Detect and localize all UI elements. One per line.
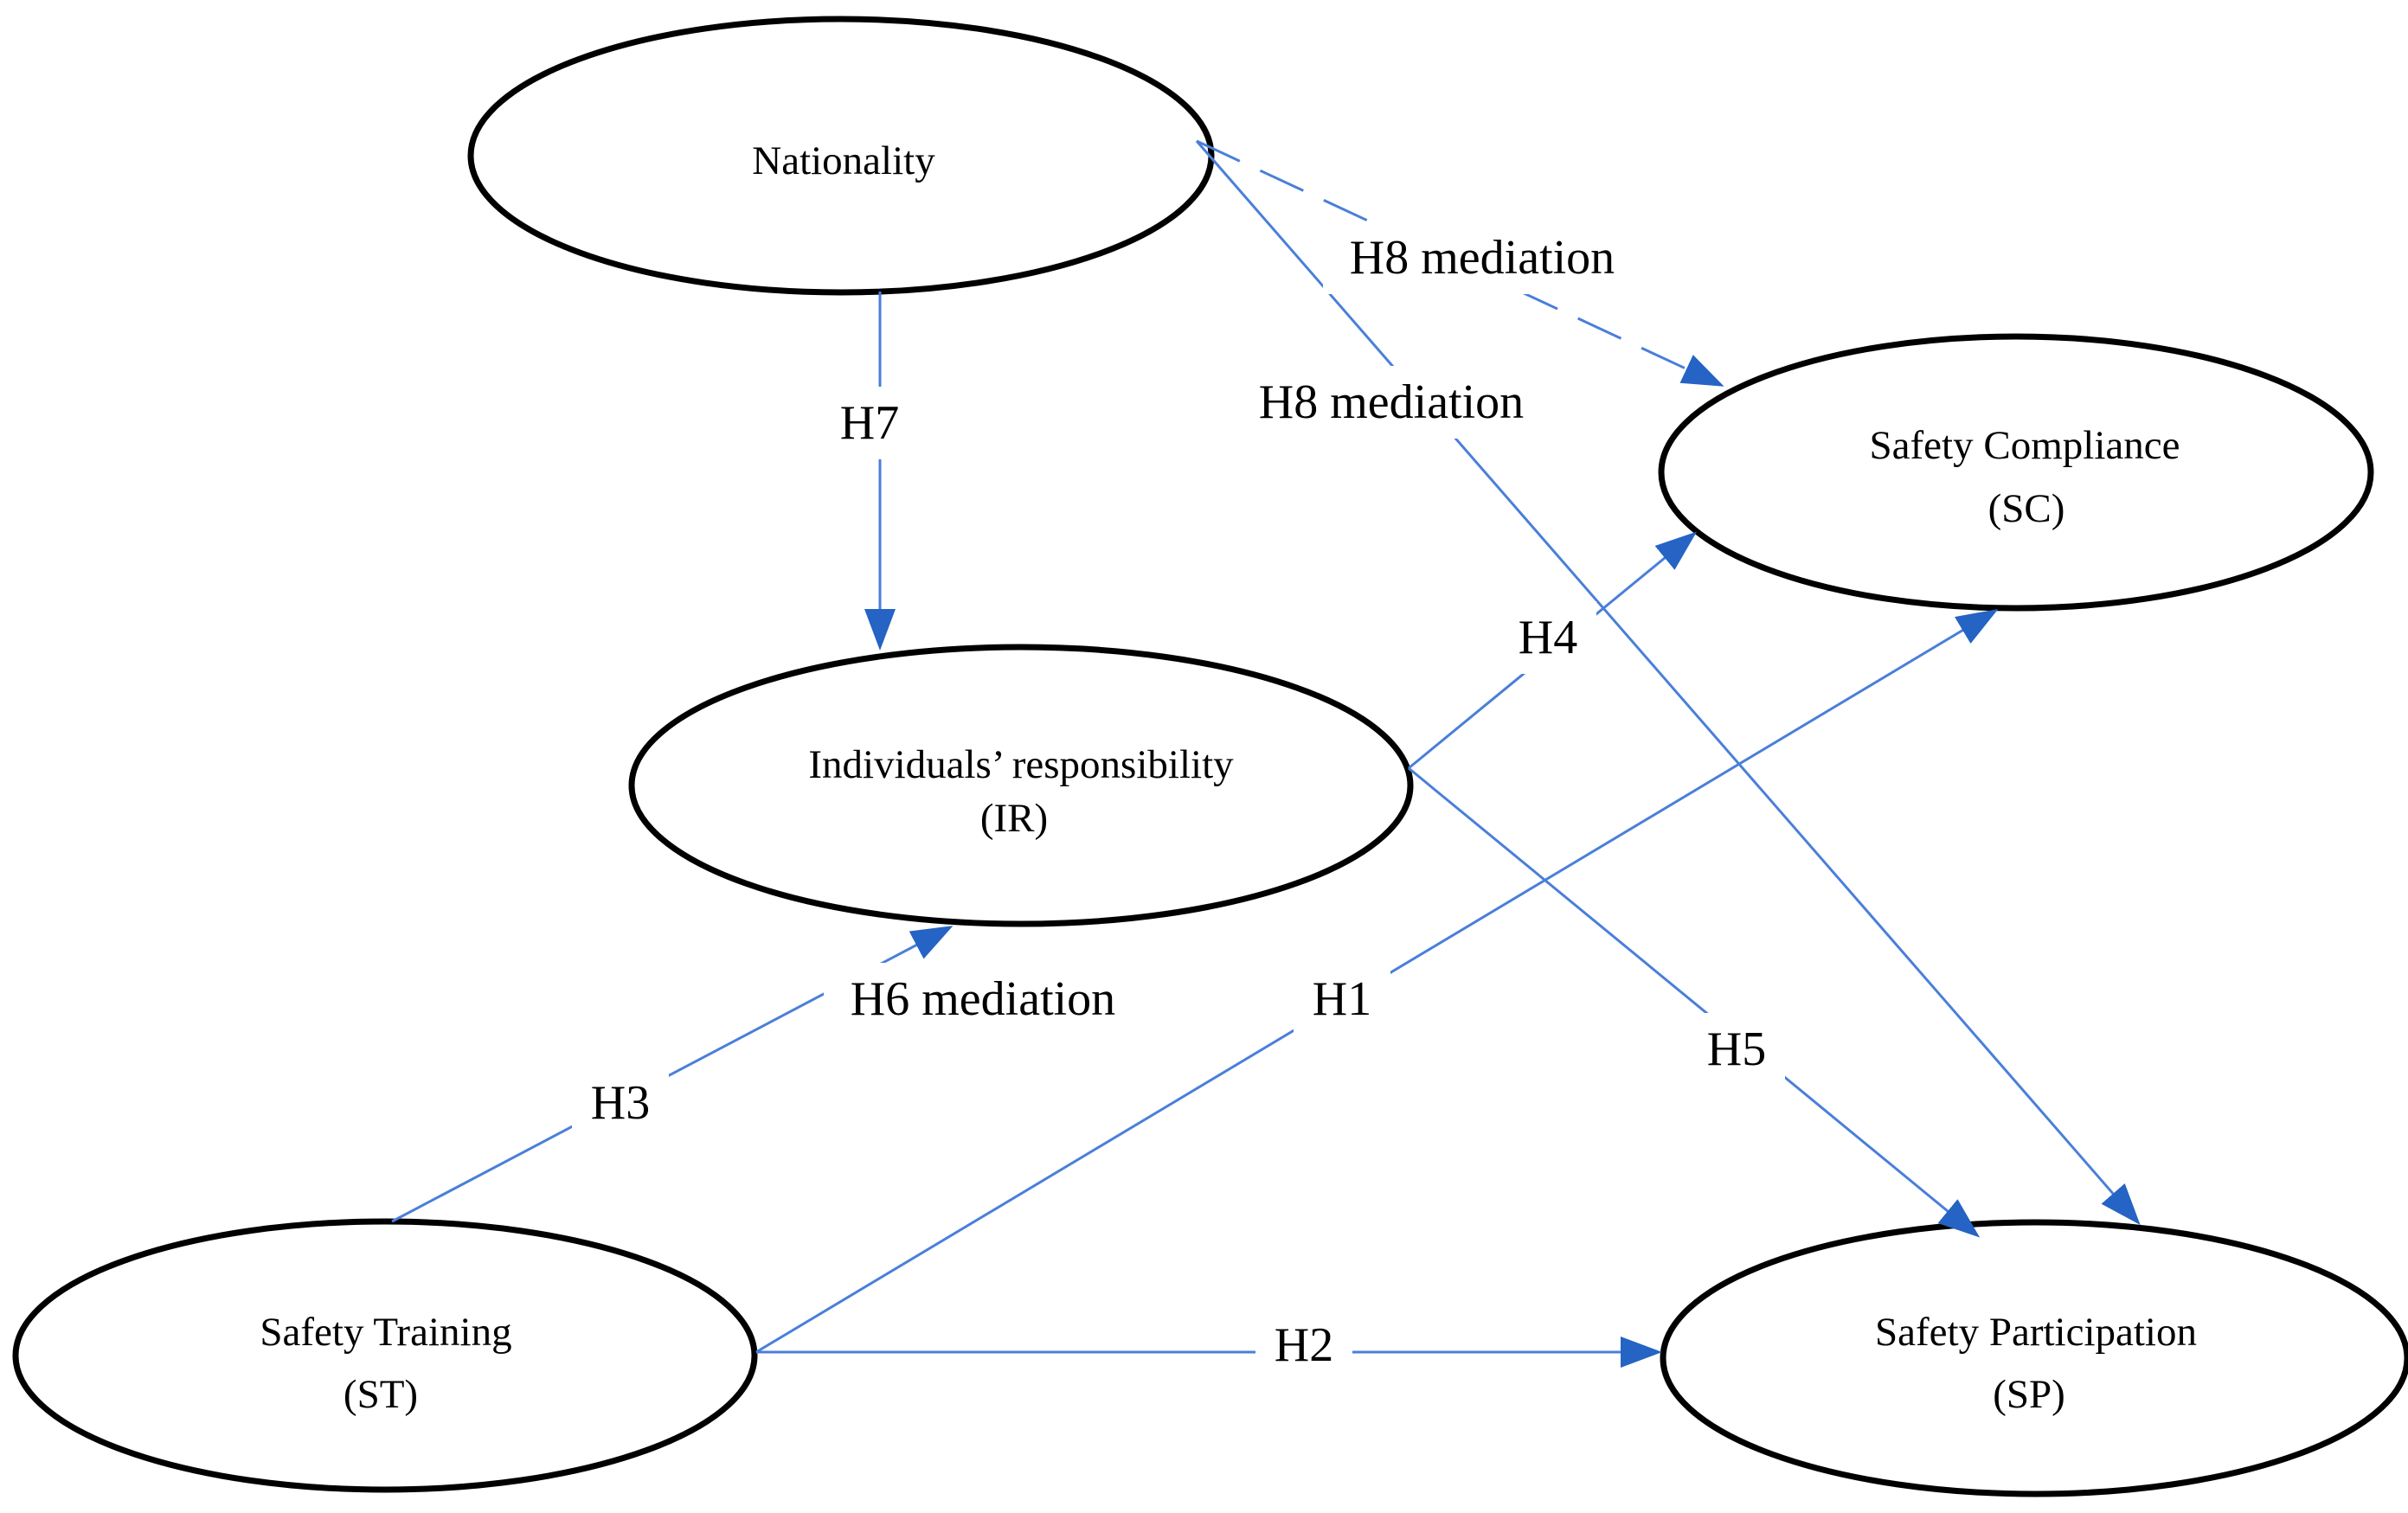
node-nationality: Nationality xyxy=(467,16,1215,296)
label-h8-mediation-lower: H8 mediation xyxy=(1232,366,1551,439)
label-h5-bg xyxy=(1688,1013,1785,1086)
arrow-h8-nationality-to-sp xyxy=(1195,140,2141,1226)
label-h6-bg xyxy=(824,963,1142,1035)
st-label-line1: Safety Training xyxy=(260,1310,511,1355)
label-h7-text: H7 xyxy=(840,396,899,450)
label-h7: H7 xyxy=(822,387,919,459)
nationality-label: Nationality xyxy=(752,138,935,183)
sc-label-line2: (SC) xyxy=(1988,486,2065,531)
arrow-h5-ir-to-sp xyxy=(1408,766,1981,1238)
label-h1-text: H1 xyxy=(1313,972,1371,1026)
nationality-ellipse xyxy=(467,16,1215,296)
label-h4-bg xyxy=(1499,601,1596,674)
sp-ellipse xyxy=(1660,1219,2408,1497)
node-safety-training: Safety Training (ST) xyxy=(12,1218,758,1493)
sc-label-line1: Safety Compliance xyxy=(1870,423,2180,468)
label-h7-bg xyxy=(822,387,919,459)
sp-label-line1: Safety Participation xyxy=(1875,1310,2197,1355)
label-h8b-bg xyxy=(1232,366,1551,439)
label-h8-mediation-upper: H8 mediation xyxy=(1323,221,1641,294)
label-h8a-bg xyxy=(1323,221,1641,294)
label-h8a-text: H8 mediation xyxy=(1350,231,1615,285)
label-h6-mediation: H6 mediation xyxy=(824,963,1142,1035)
label-h6-text: H6 mediation xyxy=(851,972,1115,1026)
label-h2-bg xyxy=(1255,1309,1352,1382)
label-h4-text: H4 xyxy=(1519,611,1577,664)
label-h5: H5 xyxy=(1688,1013,1785,1086)
sp-label-line2: (SP) xyxy=(1993,1372,2065,1417)
ir-label-line1: Individuals’ responsibility xyxy=(808,742,1234,787)
label-h3: H3 xyxy=(572,1067,669,1139)
sc-ellipse xyxy=(1658,333,2374,612)
label-h5-text: H5 xyxy=(1707,1023,1766,1076)
node-safety-compliance: Safety Compliance (SC) xyxy=(1658,333,2374,612)
label-h1-bg xyxy=(1294,963,1390,1035)
st-ellipse xyxy=(12,1218,758,1493)
node-safety-participation: Safety Participation (SP) xyxy=(1660,1219,2408,1497)
label-h8b-text: H8 mediation xyxy=(1259,375,1524,429)
label-h1: H1 xyxy=(1294,963,1390,1035)
node-individuals-responsibility: Individuals’ responsibility (IR) xyxy=(628,644,1414,927)
label-h3-bg xyxy=(572,1067,669,1139)
st-label-line2: (ST) xyxy=(344,1372,418,1417)
label-h3-text: H3 xyxy=(591,1076,650,1130)
ir-label-line2: (IR) xyxy=(980,796,1048,841)
label-h2: H2 xyxy=(1255,1309,1352,1382)
ir-ellipse xyxy=(628,644,1414,927)
label-h2-text: H2 xyxy=(1275,1318,1333,1372)
label-h4: H4 xyxy=(1499,601,1596,674)
